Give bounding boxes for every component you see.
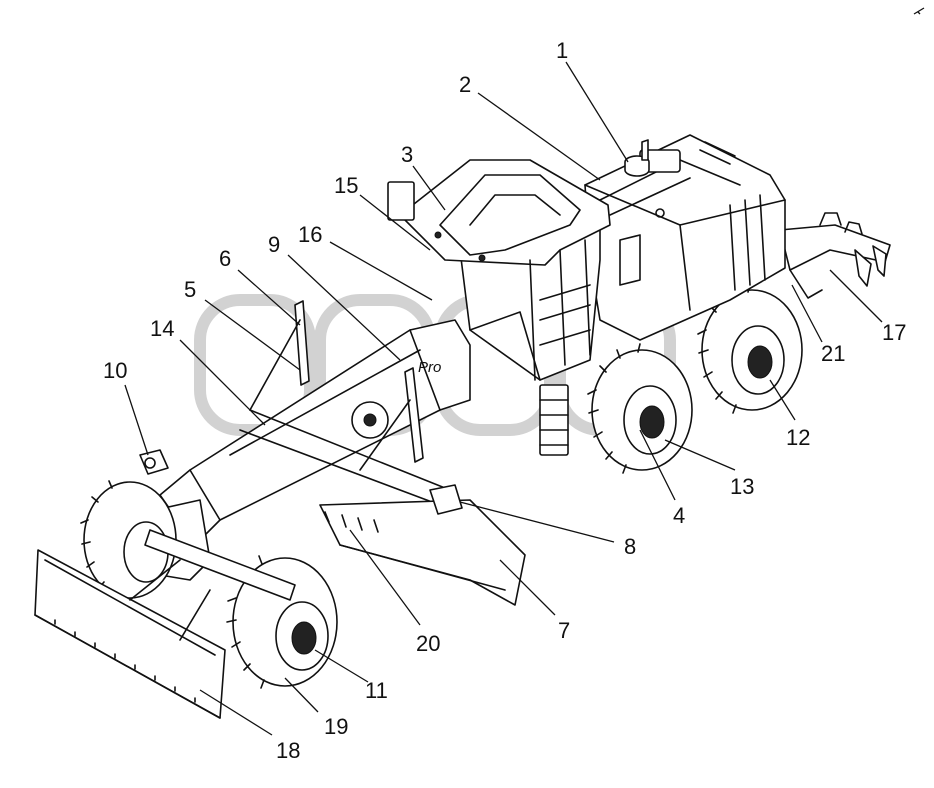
front-lamp [139, 449, 169, 475]
callout-14: 14 [150, 316, 174, 341]
callout-2: 2 [459, 72, 471, 97]
leader-2 [477, 92, 601, 181]
callout-16: 16 [298, 222, 322, 247]
callout-19: 19 [324, 714, 348, 739]
callout-5: 5 [184, 277, 196, 302]
leader-18 [199, 689, 273, 736]
rear-ripper [779, 212, 891, 299]
leader-11 [314, 649, 369, 683]
callout-18: 18 [276, 738, 300, 763]
leader-4 [639, 429, 676, 501]
leader-9 [287, 254, 401, 361]
leader-5 [204, 299, 301, 371]
leader-13 [664, 439, 736, 471]
callout-11: 11 [365, 678, 388, 703]
moldboard [319, 484, 526, 606]
callout-10: 10 [103, 358, 127, 383]
front-blade [34, 549, 226, 719]
operator-cab [387, 159, 611, 456]
leader-7 [499, 559, 556, 616]
leader-16 [329, 241, 433, 301]
callout-12: 12 [786, 425, 810, 450]
callout-20: 20 [416, 631, 440, 656]
leader-10 [124, 384, 149, 456]
leader-12 [769, 379, 796, 421]
callout-3: 3 [401, 142, 413, 167]
rear-wheel-back [697, 283, 803, 414]
callout-8: 8 [624, 534, 636, 559]
lift-cylinders [239, 300, 451, 506]
callout-labels: 1 2 3 4 5 6 7 8 9 10 11 12 13 14 15 16 1… [103, 38, 906, 763]
callout-9: 9 [268, 232, 280, 257]
leader-21 [791, 284, 823, 343]
callout-17: 17 [882, 320, 906, 345]
leader-14 [179, 339, 266, 426]
leader-8 [459, 501, 615, 543]
leader-1 [565, 61, 629, 163]
callout-13: 13 [730, 474, 754, 499]
front-axle [144, 529, 296, 601]
leader-20 [349, 529, 421, 626]
leader-19 [284, 677, 319, 713]
body-lettering: Pro [418, 359, 441, 376]
leader-6 [237, 269, 301, 326]
callout-4: 4 [673, 503, 685, 528]
front-wheel-right [226, 555, 338, 689]
callout-15: 15 [334, 173, 358, 198]
leader-15 [359, 194, 431, 251]
leader-3 [412, 165, 446, 211]
rear-wheel-front [587, 343, 693, 474]
callout-6: 6 [219, 246, 231, 271]
callout-7: 7 [558, 618, 570, 643]
corner-mark [913, 7, 925, 15]
callout-1: 1 [556, 38, 568, 63]
engine-hood [584, 134, 786, 341]
leader-lines [124, 61, 883, 736]
callout-21: 21 [821, 341, 845, 366]
leader-17 [829, 269, 883, 323]
